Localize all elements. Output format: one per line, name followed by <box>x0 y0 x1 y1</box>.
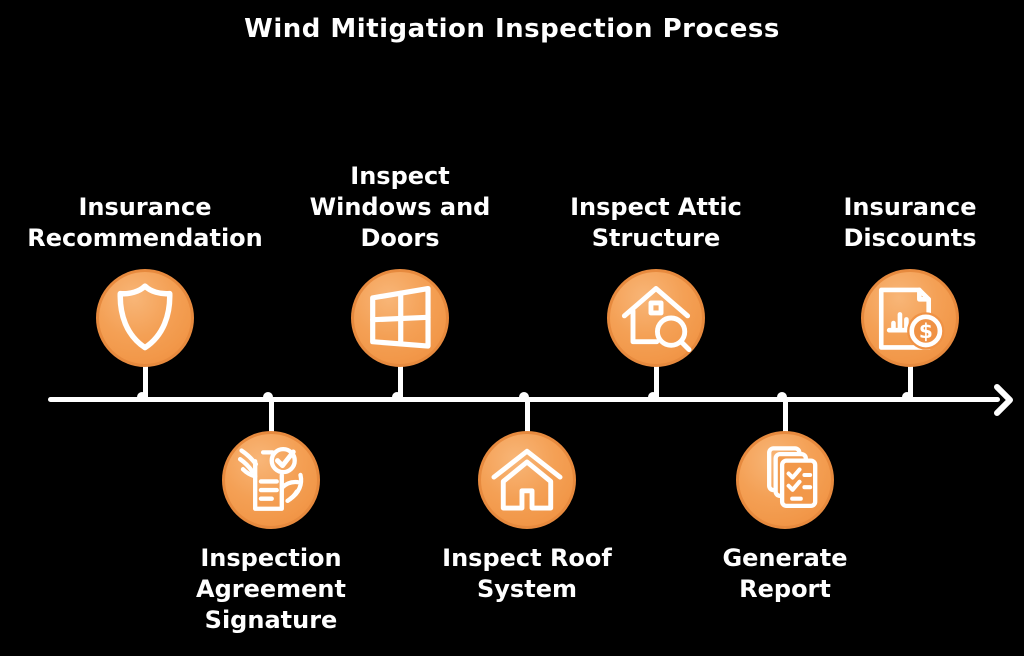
step-circle <box>607 269 705 367</box>
step-circle <box>736 431 834 529</box>
connector-line <box>398 362 403 400</box>
document-dollar-icon: $ <box>878 287 945 350</box>
step-circle <box>96 269 194 367</box>
svg-text:$: $ <box>919 319 933 343</box>
connector-line <box>908 362 913 400</box>
shield-icon <box>117 283 173 351</box>
step-label-line: Inspect Roof <box>442 544 612 572</box>
timeline-line <box>48 397 1000 402</box>
house-magnifier-icon <box>621 286 692 353</box>
step-circle <box>351 269 449 367</box>
step-label-line: Recommendation <box>27 224 263 252</box>
step-circle <box>478 431 576 529</box>
step-label-line: Insurance <box>843 193 977 221</box>
step-label-line: System <box>477 575 577 603</box>
connector-line <box>525 400 530 434</box>
step-label-line: Agreement <box>196 575 346 603</box>
step-label-line: Inspection <box>200 544 342 572</box>
step-circle <box>222 431 320 529</box>
window-icon <box>370 285 431 349</box>
step-label-line: Signature <box>204 606 338 634</box>
step-label: Generate Report <box>615 543 955 605</box>
step-label: Insurance Discounts <box>740 192 1024 254</box>
step-label-line: Doors <box>360 224 440 252</box>
step-label-line: Inspect <box>350 162 450 190</box>
report-checklist-icon <box>767 446 818 509</box>
step-label-line: Report <box>739 575 831 603</box>
connector-line <box>269 400 274 434</box>
step-label: Insurance Recommendation <box>0 192 315 254</box>
timeline-arrowhead-icon <box>994 384 1013 416</box>
step-label: Inspect Attic Structure <box>486 192 826 254</box>
connector-line <box>654 362 659 400</box>
connector-line <box>143 362 148 400</box>
step-label: Inspection Agreement Signature <box>101 543 441 636</box>
step-label: Inspect Windows and Doors <box>230 161 570 254</box>
connector-line <box>783 400 788 434</box>
step-label-line: Generate <box>722 544 848 572</box>
step-label-line: Discounts <box>843 224 977 252</box>
step-label-line: Insurance <box>78 193 212 221</box>
step-circle: $ <box>861 269 959 367</box>
step-label: Inspect Roof System <box>357 543 697 605</box>
step-label-line: Inspect Attic <box>570 193 742 221</box>
step-label-line: Structure <box>591 224 721 252</box>
step-label-line: Windows and <box>309 193 491 221</box>
agreement-signature-icon <box>237 446 304 511</box>
house-icon <box>491 448 563 511</box>
page-title: Wind Mitigation Inspection Process <box>244 14 780 44</box>
